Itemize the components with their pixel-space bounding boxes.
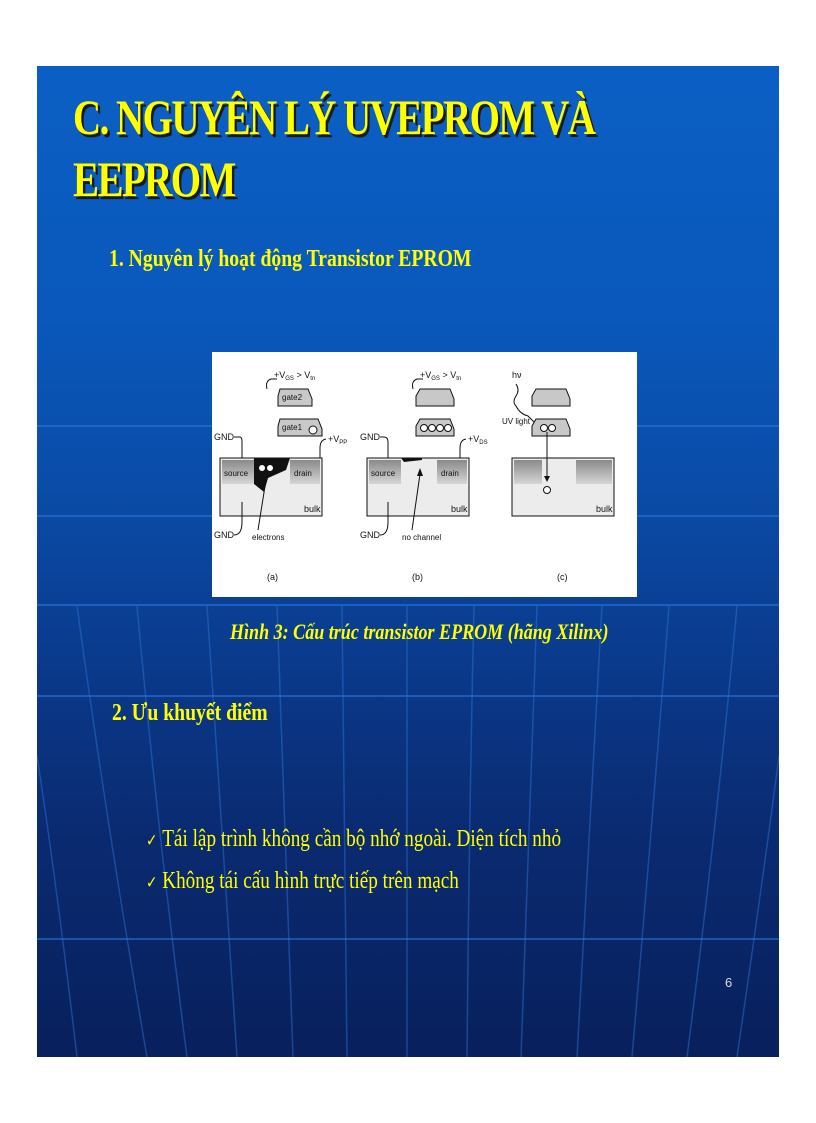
svg-text:(c): (c) <box>557 572 568 582</box>
svg-text:GND: GND <box>214 530 235 540</box>
svg-text:drain: drain <box>441 469 459 478</box>
svg-text:+VPP: +VPP <box>328 434 347 446</box>
svg-text:(b): (b) <box>412 572 423 582</box>
slide-title: C. NGUYÊN LÝ UVEPROM VÀ EEPROM <box>73 86 603 210</box>
svg-text:+VDS: +VDS <box>468 434 488 446</box>
svg-text:hν: hν <box>512 370 522 380</box>
svg-text:bulk: bulk <box>451 504 468 514</box>
svg-text:+VGS > Vtn: +VGS > Vtn <box>274 370 315 382</box>
panel-b: +VGS > Vtn GND +VDS source <box>360 370 488 582</box>
svg-text:gate1: gate1 <box>282 423 303 432</box>
svg-text:source: source <box>224 469 249 478</box>
title-line-2: EEPROM <box>73 151 236 207</box>
svg-text:bulk: bulk <box>304 504 321 514</box>
svg-text:UV light: UV light <box>502 417 531 426</box>
panel-c: hν UV light bulk (c) <box>502 370 615 582</box>
svg-text:no channel: no channel <box>402 533 441 542</box>
svg-text:GND: GND <box>214 432 235 442</box>
panel-a: +VGS > Vtn gate2 gate1 GND +VPP source <box>214 370 347 582</box>
svg-text:bulk: bulk <box>596 504 613 514</box>
bullet-text: Tái lập trình không cần bộ nhớ ngoài. Di… <box>162 826 562 852</box>
background-grid <box>37 425 779 1057</box>
svg-text:GND: GND <box>360 432 381 442</box>
eprom-figure: +VGS > Vtn gate2 gate1 GND +VPP source <box>212 352 637 597</box>
eprom-diagram: +VGS > Vtn gate2 gate1 GND +VPP source <box>214 370 615 582</box>
svg-text:source: source <box>371 469 396 478</box>
checkmark-icon: ✓ <box>146 873 158 893</box>
svg-text:gate2: gate2 <box>282 393 303 402</box>
svg-text:(a): (a) <box>267 572 278 582</box>
title-line-1: C. NGUYÊN LÝ UVEPROM VÀ <box>73 89 596 145</box>
bullet-item: ✓Không tái cấu hình trực tiếp trên mạch <box>146 868 459 895</box>
figure-caption: Hình 3: Cấu trúc transistor EPROM (hãng … <box>230 619 609 644</box>
section-heading-2: 2. Ưu khuyết điểm <box>112 700 268 726</box>
section-heading-1: 1. Nguyên lý hoạt động Transistor EPROM <box>109 246 472 272</box>
svg-text:electrons: electrons <box>252 533 284 542</box>
bullet-text: Không tái cấu hình trực tiếp trên mạch <box>162 868 459 894</box>
svg-text:GND: GND <box>360 530 381 540</box>
bullet-item: ✓Tái lập trình không cần bộ nhớ ngoài. D… <box>146 826 561 853</box>
svg-text:+VGS > Vtn: +VGS > Vtn <box>420 370 461 382</box>
svg-text:drain: drain <box>294 469 312 478</box>
checkmark-icon: ✓ <box>146 831 158 851</box>
page-number: 6 <box>725 975 733 990</box>
slide: C. NGUYÊN LÝ UVEPROM VÀ EEPROM 1. Nguyên… <box>37 66 779 1057</box>
